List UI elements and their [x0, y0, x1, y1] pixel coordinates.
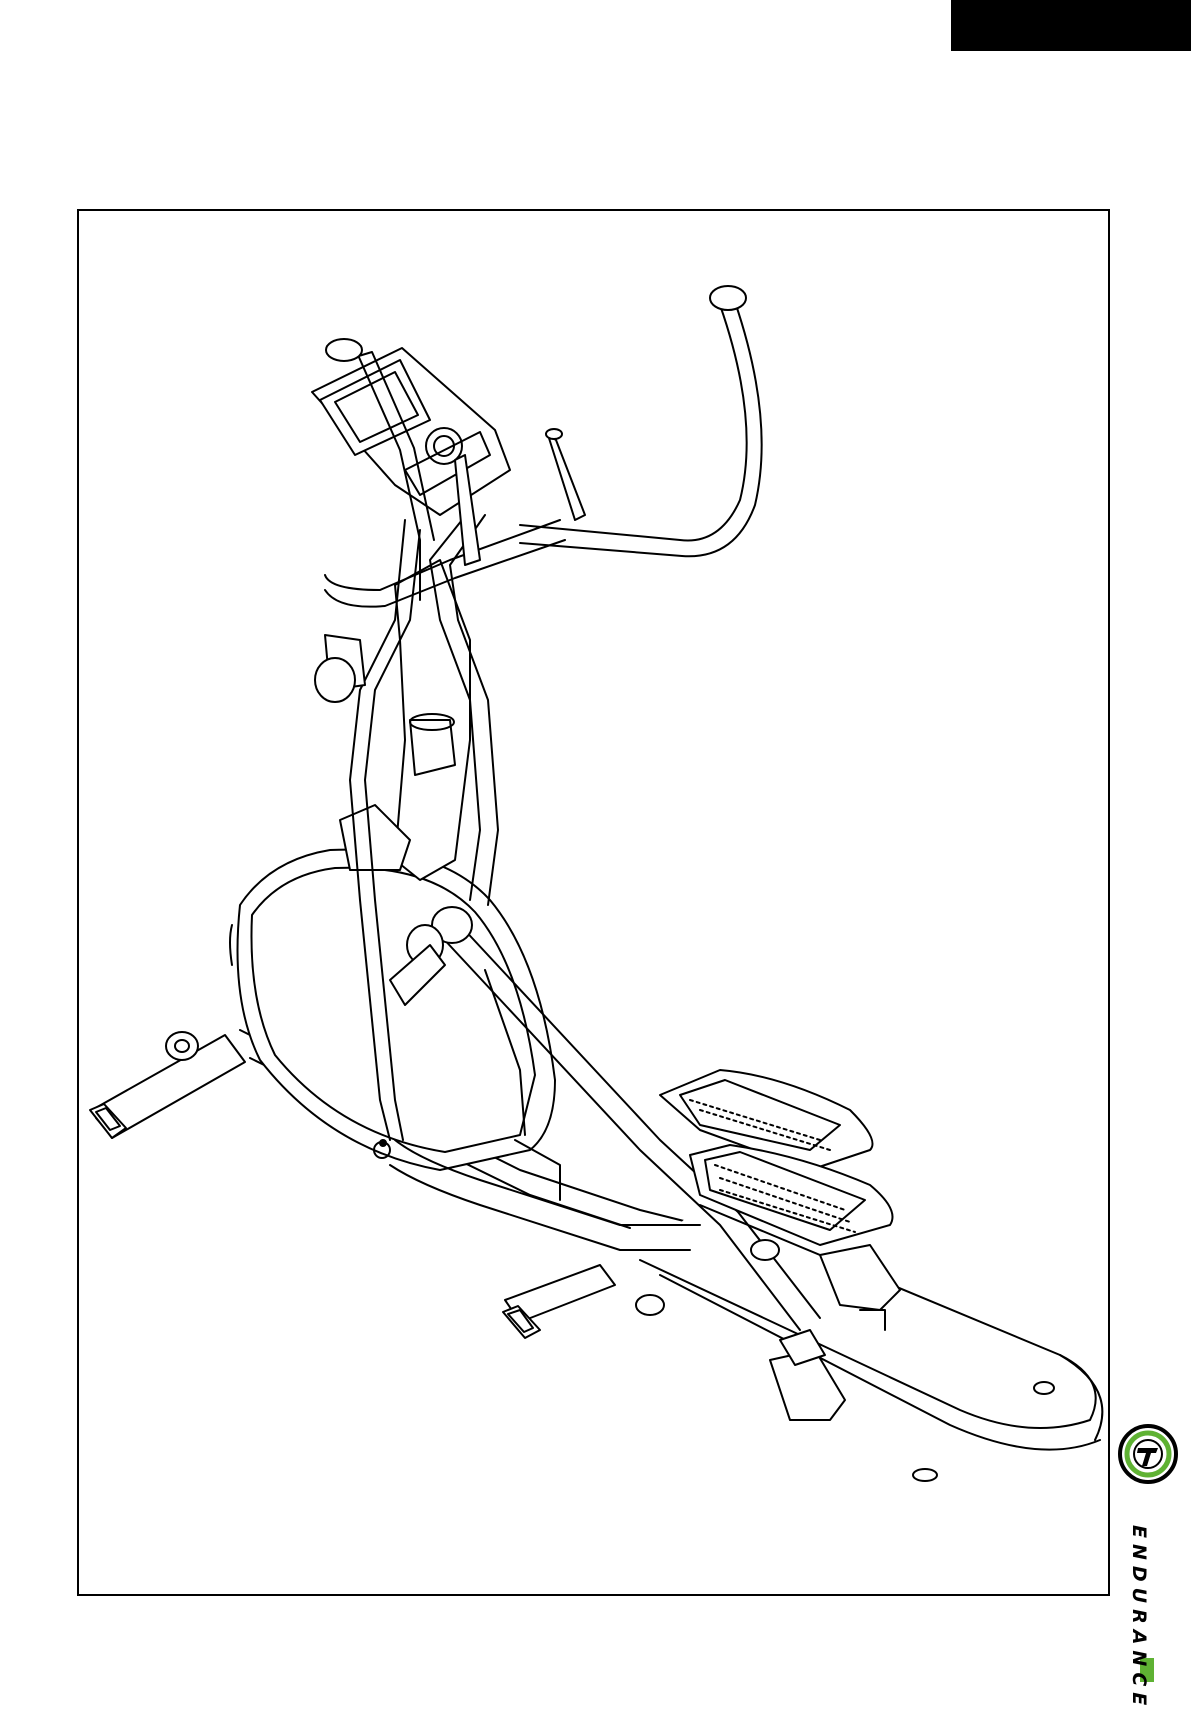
- right-moving-arm: [430, 286, 762, 905]
- pedal-arm-left: [374, 1140, 700, 1250]
- console: [312, 348, 510, 515]
- bottle-holder: [410, 714, 455, 775]
- brand-wordmark: ENDURANCE: [1128, 1525, 1150, 1711]
- pulse-grip-left: [315, 635, 365, 702]
- flywheel-housing: [230, 850, 560, 1200]
- rear-stabilizer: [90, 1032, 245, 1138]
- front-stabilizer: [503, 1265, 615, 1338]
